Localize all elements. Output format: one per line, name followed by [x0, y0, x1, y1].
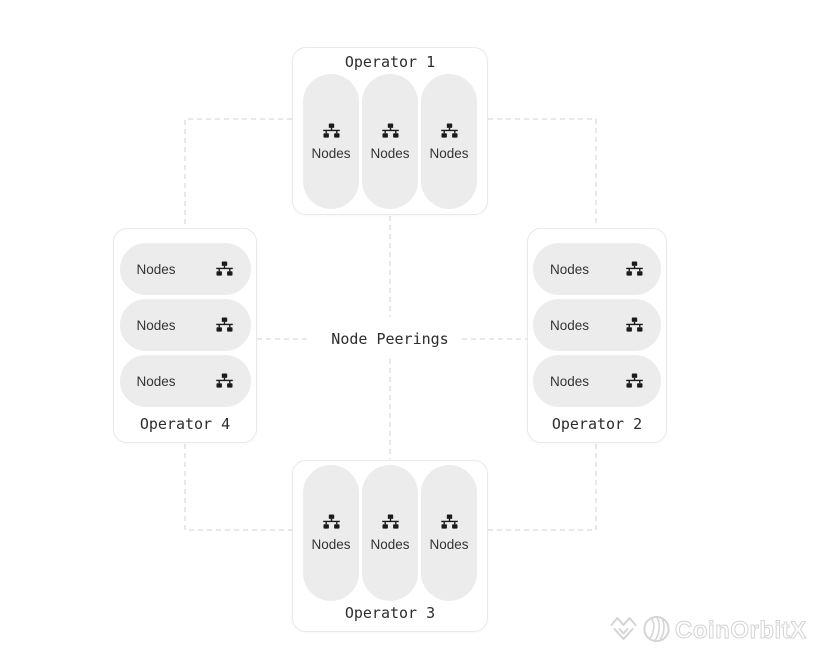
operator-4-title: Operator 4 [139, 415, 231, 433]
connector-op2-op3 [488, 444, 597, 531]
node-pill-label: Nodes [370, 145, 410, 161]
connector-op1-op4 [184, 118, 292, 227]
node-pill-label: Nodes [550, 317, 590, 333]
node-pill-label: Nodes [550, 373, 590, 389]
node-pill-label: Nodes [311, 537, 351, 552]
network-nodes-icon [625, 261, 644, 277]
network-nodes-icon [381, 514, 399, 530]
node-pill-label: Nodes [429, 537, 469, 552]
network-nodes-icon [625, 373, 644, 389]
network-nodes-icon [625, 317, 644, 333]
node-pill: Nodes [303, 74, 359, 209]
operator-3-title: Operator 3 [344, 604, 436, 622]
watermark-brand-wrap: CoinOrbitX [675, 617, 807, 645]
node-pill: Nodes [119, 299, 251, 351]
node-pill-label: Nodes [136, 317, 176, 333]
network-nodes-icon [440, 122, 458, 138]
network-nodes-icon [214, 261, 234, 277]
operator-2-title: Operator 2 [551, 415, 643, 433]
connector-op1-op2 [488, 118, 597, 227]
node-pill-label: Nodes [311, 145, 351, 161]
node-pill-label: Nodes [550, 261, 590, 277]
node-pill: Nodes [421, 465, 477, 601]
node-pill: Nodes [533, 299, 661, 351]
network-nodes-icon [440, 514, 458, 530]
node-pill: Nodes [119, 355, 251, 407]
operator-1-title: Operator 1 [344, 53, 436, 71]
watermark: CoinOrbitX [608, 613, 820, 645]
node-pill: Nodes [533, 355, 661, 407]
connector-op4-op3 [184, 444, 292, 531]
node-pill-label: Nodes [136, 373, 176, 389]
watermark-brand: CoinOrbitX [675, 617, 807, 644]
node-pill-label: Nodes [370, 537, 410, 552]
operator-3-box: Nodes Nodes Nodes Operator 3 [292, 460, 488, 632]
operator-4-pills: Nodes Nodes Nodes [114, 229, 256, 407]
node-pill: Nodes [119, 243, 251, 295]
node-pill: Nodes [362, 465, 418, 601]
network-nodes-icon [322, 514, 340, 530]
operator-1-pills: Nodes Nodes Nodes [293, 71, 487, 214]
network-nodes-icon [381, 122, 399, 138]
network-nodes-icon [214, 373, 234, 389]
node-pill: Nodes [303, 465, 359, 601]
operator-2-pills: Nodes Nodes Nodes [528, 229, 666, 407]
node-pill: Nodes [533, 243, 661, 295]
node-peerings-label: Node Peerings [331, 330, 449, 348]
operator-4-box: Nodes Nodes Nodes Operator 4 [113, 228, 257, 443]
network-nodes-icon [322, 122, 340, 138]
node-pill: Nodes [421, 74, 477, 209]
node-pill: Nodes [362, 74, 418, 209]
node-pill-label: Nodes [136, 261, 176, 277]
diamond-mark-icon [610, 617, 637, 640]
operator-1-box: Operator 1 Nodes Nodes Nodes [292, 47, 488, 215]
operator-2-box: Nodes Nodes Nodes Operator 2 [527, 228, 667, 443]
coin-swirl-icon [643, 615, 670, 643]
network-nodes-icon [214, 317, 234, 333]
node-pill-label: Nodes [429, 145, 469, 161]
operator-3-pills: Nodes Nodes Nodes [293, 461, 487, 604]
